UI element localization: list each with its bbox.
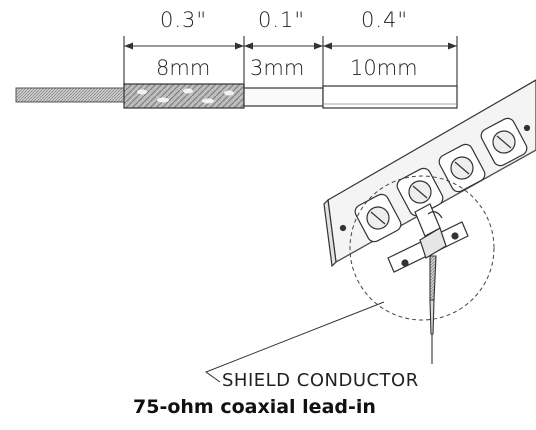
coax-lead-in-down <box>429 255 437 364</box>
dim-inch-braid: 0.3" <box>160 8 208 32</box>
figure-caption: 75-ohm coaxial lead-in <box>133 396 376 418</box>
dim-mm-jacket: 10mm <box>350 56 418 80</box>
detail-circle <box>349 175 495 321</box>
terminal-screws <box>354 117 528 243</box>
dim-mm-braid: 8mm <box>156 56 211 80</box>
shield-conductor-label: SHIELD CONDUCTOR <box>222 370 419 391</box>
dimension-lines <box>123 36 458 88</box>
dim-mm-dielectric: 3mm <box>250 56 305 80</box>
braid-texture <box>137 88 234 104</box>
dielectric-insulator <box>243 87 324 107</box>
braid-shield <box>123 83 245 109</box>
dim-inch-dielectric: 0.1" <box>258 8 306 32</box>
callout-leader <box>204 301 385 383</box>
outer-jacket <box>322 85 458 109</box>
terminal-strip <box>323 79 536 268</box>
cable-clamp <box>387 203 469 273</box>
dim-inch-jacket: 0.4" <box>361 8 409 32</box>
center-conductor <box>15 87 125 103</box>
coax-cable <box>15 83 458 109</box>
